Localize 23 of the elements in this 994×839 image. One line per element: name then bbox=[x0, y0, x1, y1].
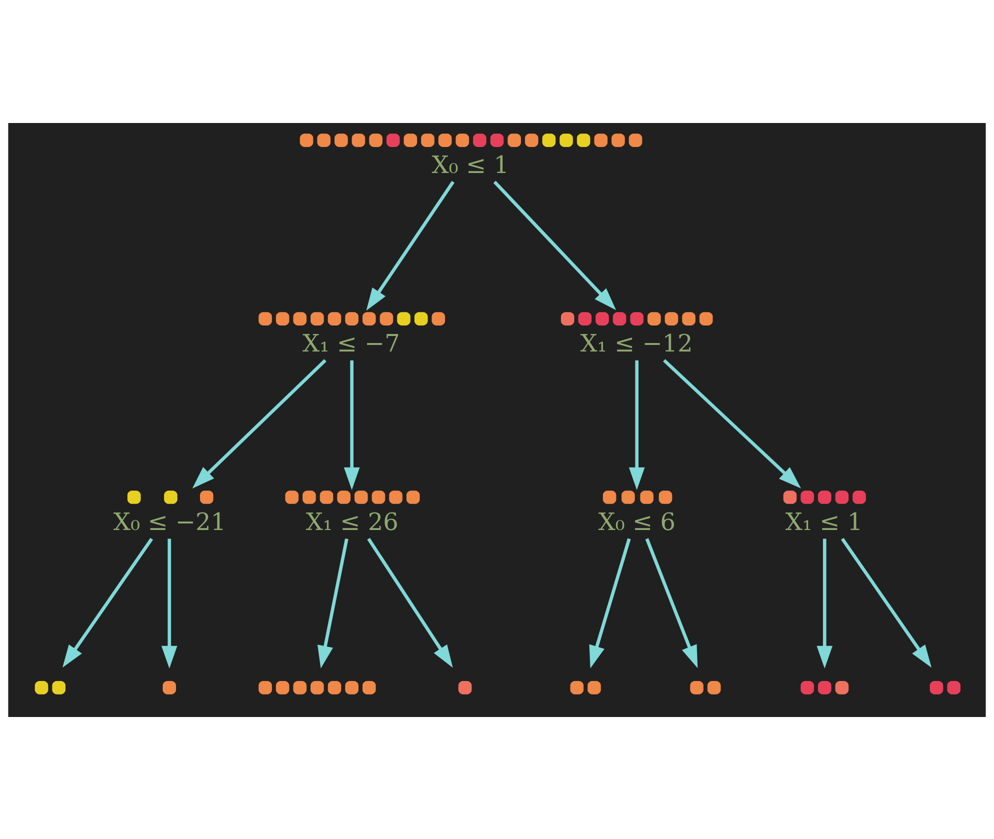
arrow bbox=[663, 358, 801, 488]
node-circle bbox=[162, 680, 176, 694]
arrow bbox=[367, 537, 453, 668]
node-label: X₀ ≤ 6 bbox=[598, 507, 676, 536]
arrow bbox=[366, 180, 454, 310]
node-label: X₁ ≤ −7 bbox=[302, 328, 400, 357]
arrow bbox=[161, 538, 178, 668]
node-label: X₀ ≤ 1 bbox=[432, 150, 509, 178]
node-circle bbox=[458, 680, 472, 694]
arrow bbox=[840, 537, 932, 668]
arrow bbox=[317, 538, 348, 668]
node-label: X₁ ≤ −12 bbox=[580, 328, 693, 357]
arrow bbox=[493, 180, 616, 310]
arrow bbox=[816, 538, 833, 668]
arrow bbox=[62, 537, 154, 668]
node-label: X₁ ≤ 26 bbox=[306, 507, 398, 536]
arrow bbox=[628, 360, 645, 490]
arrow bbox=[589, 538, 631, 668]
arrow bbox=[192, 358, 326, 488]
node-label: X₁ ≤ 1 bbox=[785, 507, 863, 536]
arrow bbox=[645, 538, 698, 668]
node-label: X₀ ≤ −21 bbox=[113, 507, 226, 536]
arrow bbox=[344, 360, 360, 490]
